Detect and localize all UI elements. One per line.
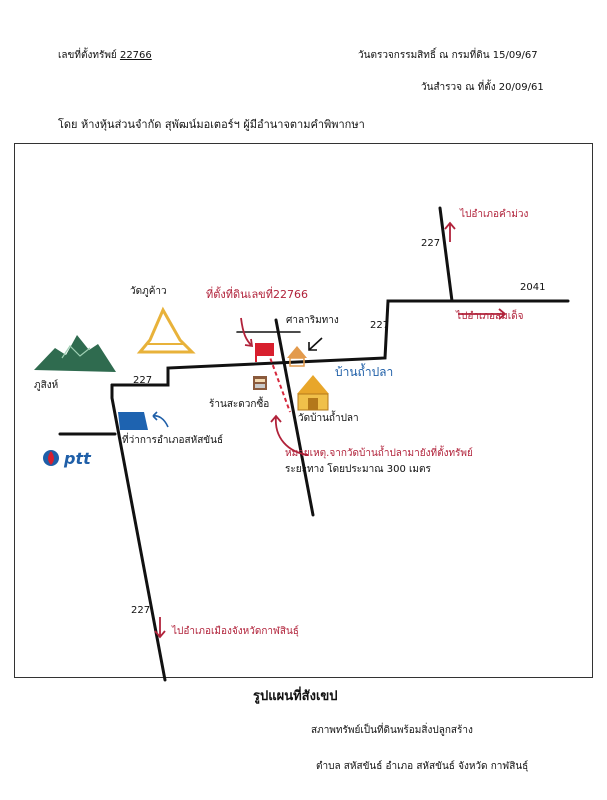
label-road-227-east: 227	[370, 320, 390, 331]
label-road-227-south: 227	[131, 605, 151, 616]
by-line: โดย ห้างหุ้นส่วนจำกัด สุพัฒน์มอเตอร์ฯ ผู…	[58, 118, 365, 131]
side-road	[274, 318, 315, 517]
direction-arrows	[154, 221, 507, 639]
label-note-line1-text: หมายเหตุ.จากวัดบ้านถ้ำปลามายังที่ตั้งทรั…	[285, 448, 473, 459]
arrow-kham-muang	[444, 221, 456, 242]
label-wat-ban-tham-pla: วัดบ้านถ้ำปลา	[298, 413, 359, 424]
distance-path	[267, 351, 291, 413]
arrow-mueang	[154, 617, 166, 639]
pagoda-icon	[136, 306, 196, 354]
district-office-arrow	[152, 415, 169, 428]
district-office-icon	[118, 412, 148, 430]
mountain-icon	[34, 335, 116, 372]
property-status: สภาพทรัพย์เป็นที่ดินพร้อมสิ่งปลูกสร้าง	[311, 725, 473, 736]
label-shop: ร้านสะดวกซื้อ	[209, 399, 270, 410]
shop-icon	[253, 376, 267, 390]
sala-icon	[287, 346, 307, 367]
road-227-north	[438, 206, 454, 303]
inspection-date-site: วันสำรวจ ณ ที่ตั้ง 20/09/61	[421, 82, 544, 93]
road-227-main	[110, 383, 167, 682]
label-sala-rim-thang: ศาลาริมทาง	[286, 315, 339, 326]
label-to-somdet: ไปอำเภอสมเด็จ	[456, 311, 524, 322]
arrow-note	[270, 414, 309, 456]
label-note-line2: ระยะทาง โดยประมาณ 300 เมตร	[285, 464, 431, 475]
land-flag-icon	[255, 343, 274, 362]
asset-number-label: เลขที่ตั้งทรัพย์ 22766	[58, 50, 152, 61]
label-ban-tham-pla: บ้านถ้ำปลา	[335, 365, 394, 379]
ptt-logo-icon	[43, 450, 59, 466]
label-note-line1: หมายเหตุ.จากวัดบ้านถ้ำปลามายังที่ตั้งทรั…	[285, 449, 473, 459]
label-to-mueang-kalasin: ไปอำเภอเมืองจังหวัดกาฬสินธุ์	[172, 626, 299, 637]
map-title: รูปแผนที่สังเขป	[253, 689, 338, 704]
label-road-2041: 2041	[520, 282, 546, 293]
label-ptt: ptt	[64, 449, 91, 468]
label-wat-phu-khao: วัดภูค้าว	[130, 286, 167, 297]
arrow-somdet	[458, 308, 507, 320]
property-location: ตำบล สหัสขันธ์ อำเภอ สหัสขันธ์ จังหวัด ก…	[316, 761, 529, 772]
arrow-sala	[308, 337, 323, 351]
roads	[58, 206, 570, 682]
road-227-east	[110, 299, 454, 387]
label-district-office: ที่ว่าการอำเภอสหัสขันธ์	[122, 435, 224, 446]
label-land-location: ที่ตั้งที่ดินเลขที่22766	[206, 288, 308, 301]
label-road-227-north: 227	[421, 238, 441, 249]
label-to-kham-muang: ไปอำเภอคำม่วง	[460, 209, 529, 220]
label-road-227-junction: 227	[133, 375, 153, 386]
arrow-land	[240, 317, 254, 348]
label-phu-sing: ภูสิงห์	[34, 380, 59, 391]
inspection-date-land-dept: วันตรวจกรรมสิทธิ์ ณ กรมที่ดิน 15/09/67	[358, 50, 538, 61]
map-frame	[14, 143, 593, 678]
temple-icon	[297, 375, 329, 411]
asset-number: 22766	[119, 50, 152, 61]
